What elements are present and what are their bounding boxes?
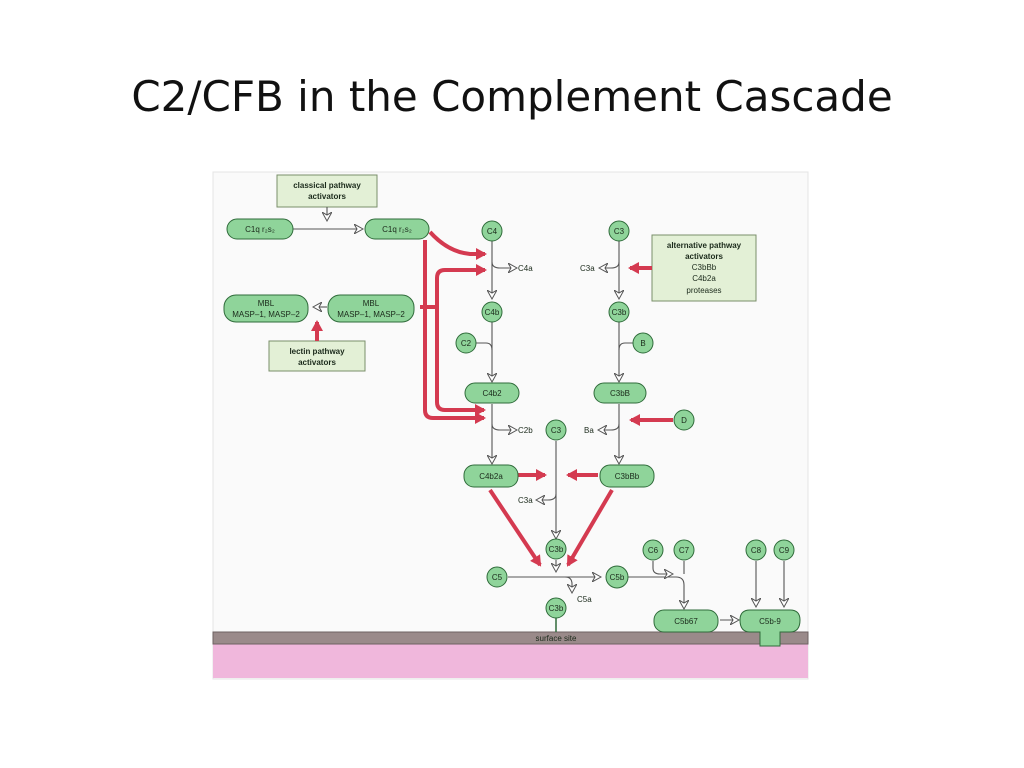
classical-pathway-box: classical pathway activators [276,174,378,208]
node-c3b-right-label: C3b [612,308,627,317]
node-c3-mid-label: C3 [551,426,562,435]
node-c5b-label: C5b [610,573,625,582]
node-c3b-right: C3b [608,301,630,323]
slide-title: C2/CFB in the Complement Cascade [131,72,893,121]
node-d-label: D [681,416,687,425]
node-c5b67-label: C5b67 [674,617,698,626]
red-arrow-c1q-to-c4 [428,230,487,260]
node-c8-label: C8 [751,546,762,555]
node-c9: C9 [773,539,795,561]
arrow-c5a-release [564,576,572,592]
node-c6: C6 [642,539,664,561]
red-arrow-mbl-to-c4 [420,264,487,309]
node-c4b-label: C4b [485,308,500,317]
arrow-c5b-to-c5b67 [628,576,684,608]
red-arrow-c4b2a-to-c5 [488,488,542,567]
node-mbl-right-line1: MBL [363,299,380,308]
node-c2-label: C2 [461,339,472,348]
alt-box-line4: C4b2a [692,274,716,283]
membrane-base [213,642,808,678]
lectin-pathway-box: lectin pathway activators [268,340,366,372]
label-c4a: C4a [518,264,533,273]
node-c1q-left: C1q r₂s₂ [226,218,294,240]
alt-box-line3: C3bBb [692,263,717,272]
node-c7: C7 [673,539,695,561]
node-mbl-right-line2: MASP–1, MASP–2 [337,310,405,319]
node-mbl-right: MBL MASP–1, MASP–2 [327,294,415,323]
node-c3-top-label: C3 [614,227,625,236]
membrane-surface [212,631,809,645]
arrow-c2b-release [491,423,516,430]
node-c3-top: C3 [608,220,630,242]
node-c3-mid: C3 [545,419,567,441]
alternative-pathway-box: alternative pathway activators C3bBb C4b… [651,234,757,302]
node-c3b-mid-label: C3b [549,545,564,554]
node-c5b67: C5b67 [653,609,719,633]
node-c3b-mid: C3b [545,538,567,560]
node-b-label: B [640,339,645,348]
node-c3b-surface-label: C3b [549,604,564,613]
node-mbl-left-line2: MASP–1, MASP–2 [232,310,300,319]
label-c2b: C2b [518,426,533,435]
node-c3bbb-label: C3bBb [615,472,640,481]
red-arrow-c1q-to-c2 [423,240,486,424]
node-c3bb-label: C3bB [610,389,630,398]
classical-box-line2: activators [308,192,346,201]
node-mbl-left: MBL MASP–1, MASP–2 [223,294,309,323]
node-c4b: C4b [481,301,503,323]
node-c1q-right-label: C1q r₂s₂ [382,225,412,234]
node-c4-label: C4 [487,227,498,236]
node-c7-label: C7 [679,546,690,555]
node-c2: C2 [455,332,477,354]
node-c5b: C5b [605,565,629,589]
arrow-ba-release [599,423,620,430]
red-arrow-mbl-to-c2 [435,307,486,416]
node-c5-label: C5 [492,573,503,582]
node-b: B [632,332,654,354]
arrow-b-join [618,342,633,351]
node-c5b9: C5b-9 [739,609,801,647]
node-c3bb: C3bB [593,382,647,404]
surface-site-label: surface site [536,634,577,643]
red-arrow-c3bbb-to-c5 [566,488,614,567]
node-c5: C5 [486,566,508,588]
arrow-c6-join [652,561,672,574]
node-c4b2: C4b2 [464,382,520,404]
arrow-c3a-release-mid [537,493,557,500]
alt-box-line1: alternative pathway [667,241,742,250]
node-c9-label: C9 [779,546,790,555]
alt-box-line5: proteases [686,286,721,295]
red-arrows [311,230,673,567]
lectin-box-line2: activators [298,358,336,367]
label-ba: Ba [584,426,594,435]
node-c1q-left-label: C1q r₂s₂ [245,225,275,234]
node-c6-label: C6 [648,546,659,555]
node-d: D [673,409,695,431]
lectin-box-line1: lectin pathway [289,347,345,356]
arrow-c3a-release-top [600,261,620,268]
node-c1q-right: C1q r₂s₂ [364,218,430,240]
node-c3b-surface: C3b [545,597,567,619]
label-c3a-top: C3a [580,264,595,273]
white-arrows [293,207,784,632]
node-c4b2a-label: C4b2a [479,472,503,481]
alt-box-line2: activators [685,252,723,261]
classical-box-line1: classical pathway [293,181,361,190]
node-c4: C4 [481,220,503,242]
label-c5a: C5a [577,595,592,604]
node-c4b2-label: C4b2 [482,389,502,398]
node-mbl-left-line1: MBL [258,299,275,308]
node-c5b9-label: C5b-9 [759,617,781,626]
node-c4b2a: C4b2a [463,464,519,488]
node-c3bbb: C3bBb [599,464,655,488]
arrow-c4a-release [491,261,516,268]
node-c8: C8 [745,539,767,561]
label-c3a-mid: C3a [518,496,533,505]
arrow-c2-join [476,342,493,351]
